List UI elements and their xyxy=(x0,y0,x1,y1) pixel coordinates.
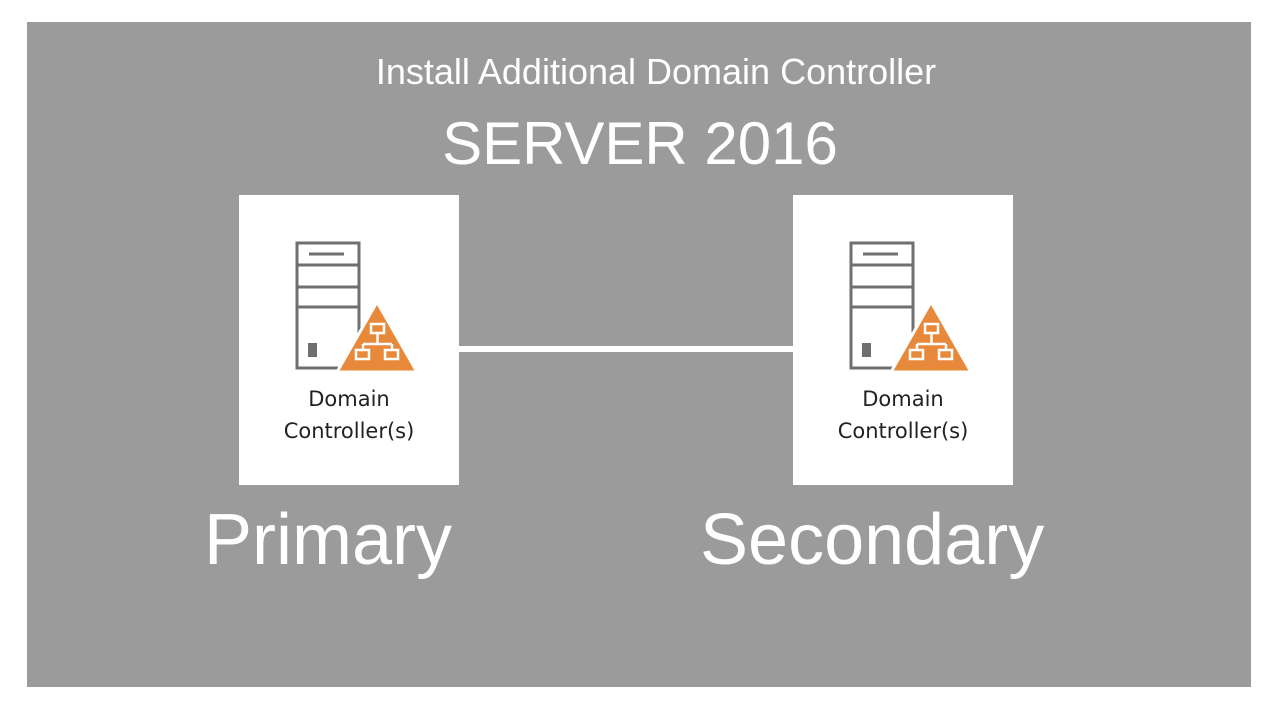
node-label: Domain Controller(s) xyxy=(793,383,1013,447)
domain-controller-icon xyxy=(849,241,973,374)
secondary-role-label: Secondary xyxy=(700,500,1045,580)
primary-domain-controller-node: Domain Controller(s) xyxy=(239,195,459,485)
node-label-line1: Domain xyxy=(308,387,390,411)
node-label-line2: Controller(s) xyxy=(837,419,969,443)
diagram-subtitle: Install Additional Domain Controller xyxy=(375,51,937,92)
diagram-title: SERVER 2016 xyxy=(442,110,838,177)
node-label-line2: Controller(s) xyxy=(283,419,415,443)
primary-role-label: Primary xyxy=(204,500,452,580)
replication-link xyxy=(459,346,793,352)
node-label-line1: Domain xyxy=(862,387,944,411)
domain-controller-icon xyxy=(295,241,419,374)
secondary-domain-controller-node: Domain Controller(s) xyxy=(793,195,1013,485)
diagram-background xyxy=(27,22,1251,687)
node-label: Domain Controller(s) xyxy=(239,383,459,447)
